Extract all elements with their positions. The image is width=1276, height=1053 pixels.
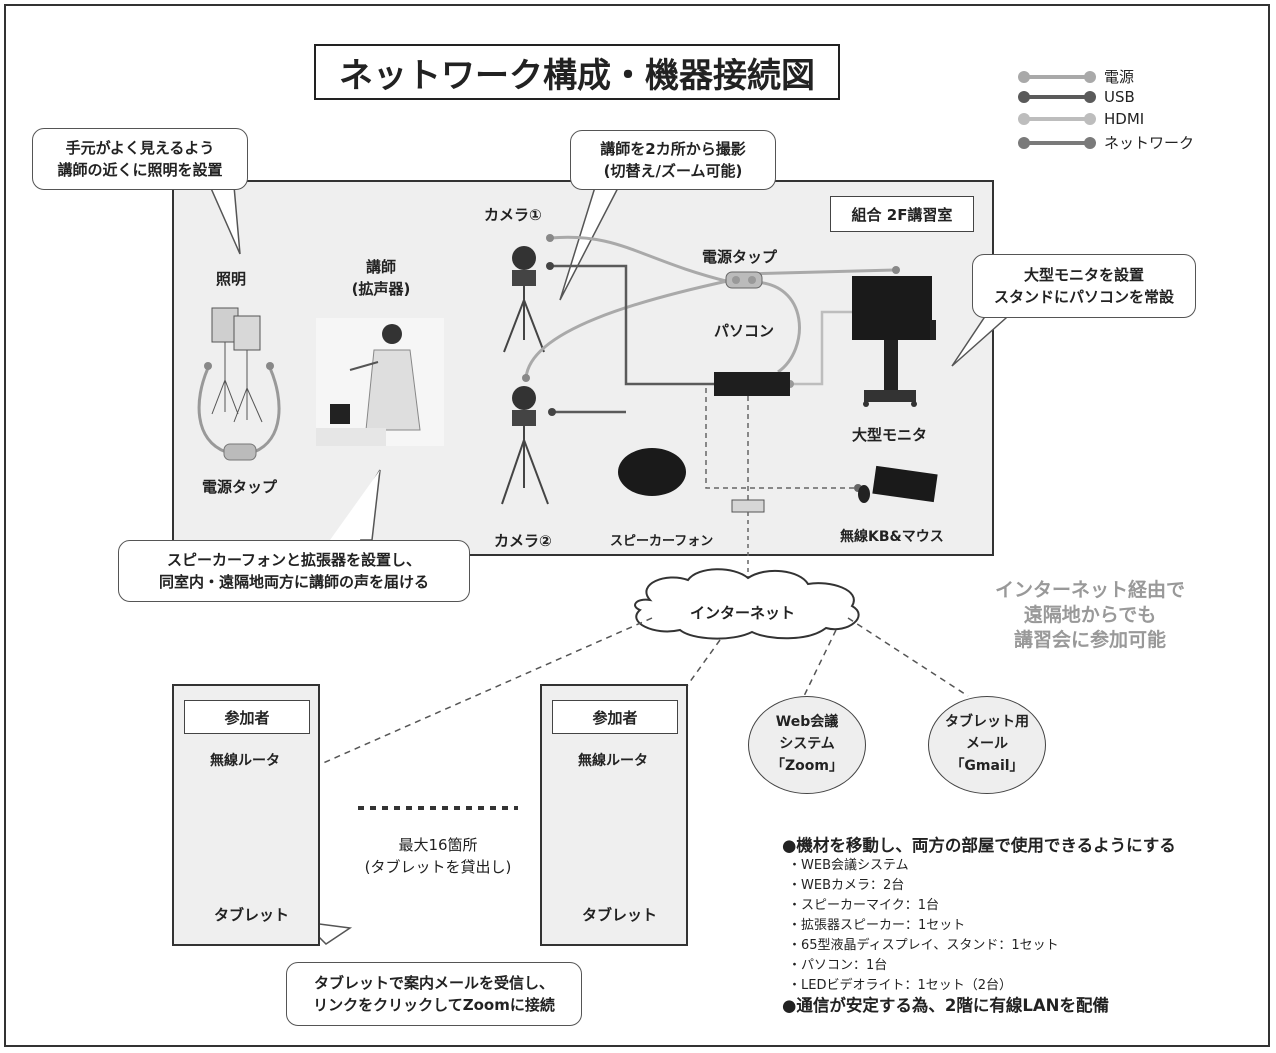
camera-callout: 講師を2カ所から撮影 (切替え/ズーム可能) xyxy=(570,130,776,190)
monitor-callout-line1: 大型モニタを設置 xyxy=(1023,265,1144,284)
notes-item-list: ・WEB会議システム ・WEBカメラ：2台 ・スピーカーマイク：1台 ・拡張器ス… xyxy=(782,856,1176,996)
notes-item: ・拡張器スピーカー：1セット xyxy=(788,918,966,933)
diagram-title: ネットワーク構成・機器接続図 xyxy=(314,44,840,100)
camera-2-device xyxy=(501,386,549,505)
service-gmail-line3: 「Gmail」 xyxy=(950,757,1024,774)
notes-item: ・65型液晶ディスプレイ、スタンド：1セット xyxy=(788,938,1059,953)
lighting-callout: 手元がよく見えるよう 講師の近くに照明を設置 xyxy=(32,128,248,190)
lighting-callout-tail xyxy=(208,185,241,255)
lighting-callout-line2: 講師の近くに照明を設置 xyxy=(57,161,223,179)
legend-network: ネットワーク xyxy=(1018,132,1195,153)
participant-box-2: 参加者 無線ルータ タブレット xyxy=(540,684,688,946)
legend-power-label: 電源 xyxy=(1104,68,1135,86)
notes-item: ・LEDビデオライト：1セット（2台） xyxy=(788,978,1013,993)
pc-label: パソコン xyxy=(714,322,775,340)
legend-hdmi: HDMI xyxy=(1018,110,1145,128)
tablet-callout: タブレットで案内メールを受信し、 リンクをクリックしてZoomに接続 xyxy=(286,962,582,1026)
legend-usb-label: USB xyxy=(1104,88,1135,106)
remote-note-line1: インターネット経由で xyxy=(994,579,1185,601)
internet-label: インターネット xyxy=(690,604,796,622)
lecturer-label: 講師 (拡声器) xyxy=(336,256,426,300)
speaker-callout: スピーカーフォンと拡張器を設置し、 同室内・遠隔地両方に講師の声を届ける xyxy=(118,540,470,602)
internet-cloud xyxy=(634,568,860,640)
legend-usb-line xyxy=(1018,91,1096,103)
participant-title-1: 参加者 xyxy=(184,700,310,734)
remote-note: インターネット経由で 遠隔地からでも 講習会に参加可能 xyxy=(980,578,1200,653)
service-zoom-line3: 「Zoom」 xyxy=(771,757,843,774)
notes-item: ・スピーカーマイク：1台 xyxy=(788,898,940,913)
notes-item: ・WEB会議システム xyxy=(788,858,909,873)
speakerphone-device xyxy=(618,448,686,496)
max-sites-line1: 最大16箇所 xyxy=(398,836,478,854)
remote-note-line2: 遠隔地からでも xyxy=(1023,604,1157,626)
monitor-callout-line2: スタンドにパソコンを常設 xyxy=(993,288,1174,306)
max-sites-note: 最大16箇所 (タブレットを貸出し) xyxy=(356,834,520,878)
lan-port xyxy=(731,499,765,513)
power-tap-device xyxy=(725,271,763,289)
legend-hdmi-label: HDMI xyxy=(1104,110,1145,128)
lecturer-label-line2: (拡声器) xyxy=(351,280,411,298)
large-monitor-device xyxy=(852,276,936,407)
legend-power: 電源 xyxy=(1018,66,1135,87)
service-zoom-line1: Web会議 xyxy=(775,714,839,731)
router-label-2: 無線ルータ xyxy=(578,753,648,769)
room-label: 組合 2F講習室 xyxy=(830,196,974,232)
service-gmail-line1: タブレット用 xyxy=(945,714,1029,731)
tablet-label-1: タブレット xyxy=(214,906,290,924)
camera-2-label: カメラ② xyxy=(494,532,552,550)
lighting-tap-label: 電源タップ xyxy=(202,478,278,496)
max-sites-line2: (タブレットを貸出し) xyxy=(364,858,512,876)
router-label-1: 無線ルータ xyxy=(210,753,280,769)
led-light-2 xyxy=(233,315,263,423)
notes-item: ・WEBカメラ：2台 xyxy=(788,878,905,893)
notes-item: ・パソコン：1台 xyxy=(788,958,888,973)
remote-note-line3: 講習会に参加可能 xyxy=(1013,629,1166,651)
camera-1-label: カメラ① xyxy=(484,206,542,224)
service-gmail: タブレット用 メール 「Gmail」 xyxy=(928,696,1046,794)
notes-heading-2: ●通信が安定する為、2階に有線LANを配備 xyxy=(782,996,1109,1015)
service-zoom-line2: システム xyxy=(779,736,835,753)
participant-title-2: 参加者 xyxy=(552,700,678,734)
participant-box-1: 参加者 無線ルータ タブレット xyxy=(172,684,320,946)
monitor-label: 大型モニタ xyxy=(852,426,928,444)
equipment-notes: ●機材を移動し、両方の部屋で使用できるようにする ・WEB会議システム ・WEB… xyxy=(782,836,1176,1016)
speakerphone-label: スピーカーフォン xyxy=(610,534,714,549)
tablet-callout-line1: タブレットで案内メールを受信し、 xyxy=(313,973,554,992)
legend-usb: USB xyxy=(1018,88,1135,106)
legend-network-label: ネットワーク xyxy=(1104,134,1195,152)
notes-heading-1: ●機材を移動し、両方の部屋で使用できるようにする xyxy=(782,836,1176,855)
camera-1-device xyxy=(503,246,545,353)
legend-network-line xyxy=(1018,136,1096,149)
service-zoom: Web会議 システム 「Zoom」 xyxy=(748,696,866,794)
monitor-callout: 大型モニタを設置 スタンドにパソコンを常設 xyxy=(972,254,1196,318)
legend-hdmi-line xyxy=(1018,113,1096,125)
lecturer-photo xyxy=(316,318,444,446)
keyboard-mouse-device xyxy=(858,465,938,503)
camera-callout-line1: 講師を2カ所から撮影 xyxy=(600,139,746,158)
pc-device xyxy=(714,372,790,396)
speaker-callout-line2: 同室内・遠隔地両方に講師の声を届ける xyxy=(158,573,429,591)
legend-power-line xyxy=(1018,70,1096,83)
diagram-frame xyxy=(4,4,1270,1047)
speaker-callout-line1: スピーカーフォンと拡張器を設置し、 xyxy=(166,550,422,569)
lighting-label: 照明 xyxy=(216,270,247,288)
lighting-power-tap xyxy=(223,443,257,461)
lighting-callout-line1: 手元がよく見えるよう xyxy=(65,138,215,157)
keyboard-label: 無線KB&マウス xyxy=(840,529,944,545)
power-tap-label: 電源タップ xyxy=(702,248,778,266)
tablet-callout-line2: リンクをクリックしてZoomに接続 xyxy=(313,996,555,1014)
lighting-power-cable xyxy=(197,367,281,454)
lecturer-label-line1: 講師 xyxy=(365,258,396,276)
tablet-label-2: タブレット xyxy=(582,906,658,924)
camera-callout-line2: (切替え/ズーム可能) xyxy=(603,162,743,180)
service-gmail-line2: メール xyxy=(966,736,1008,753)
